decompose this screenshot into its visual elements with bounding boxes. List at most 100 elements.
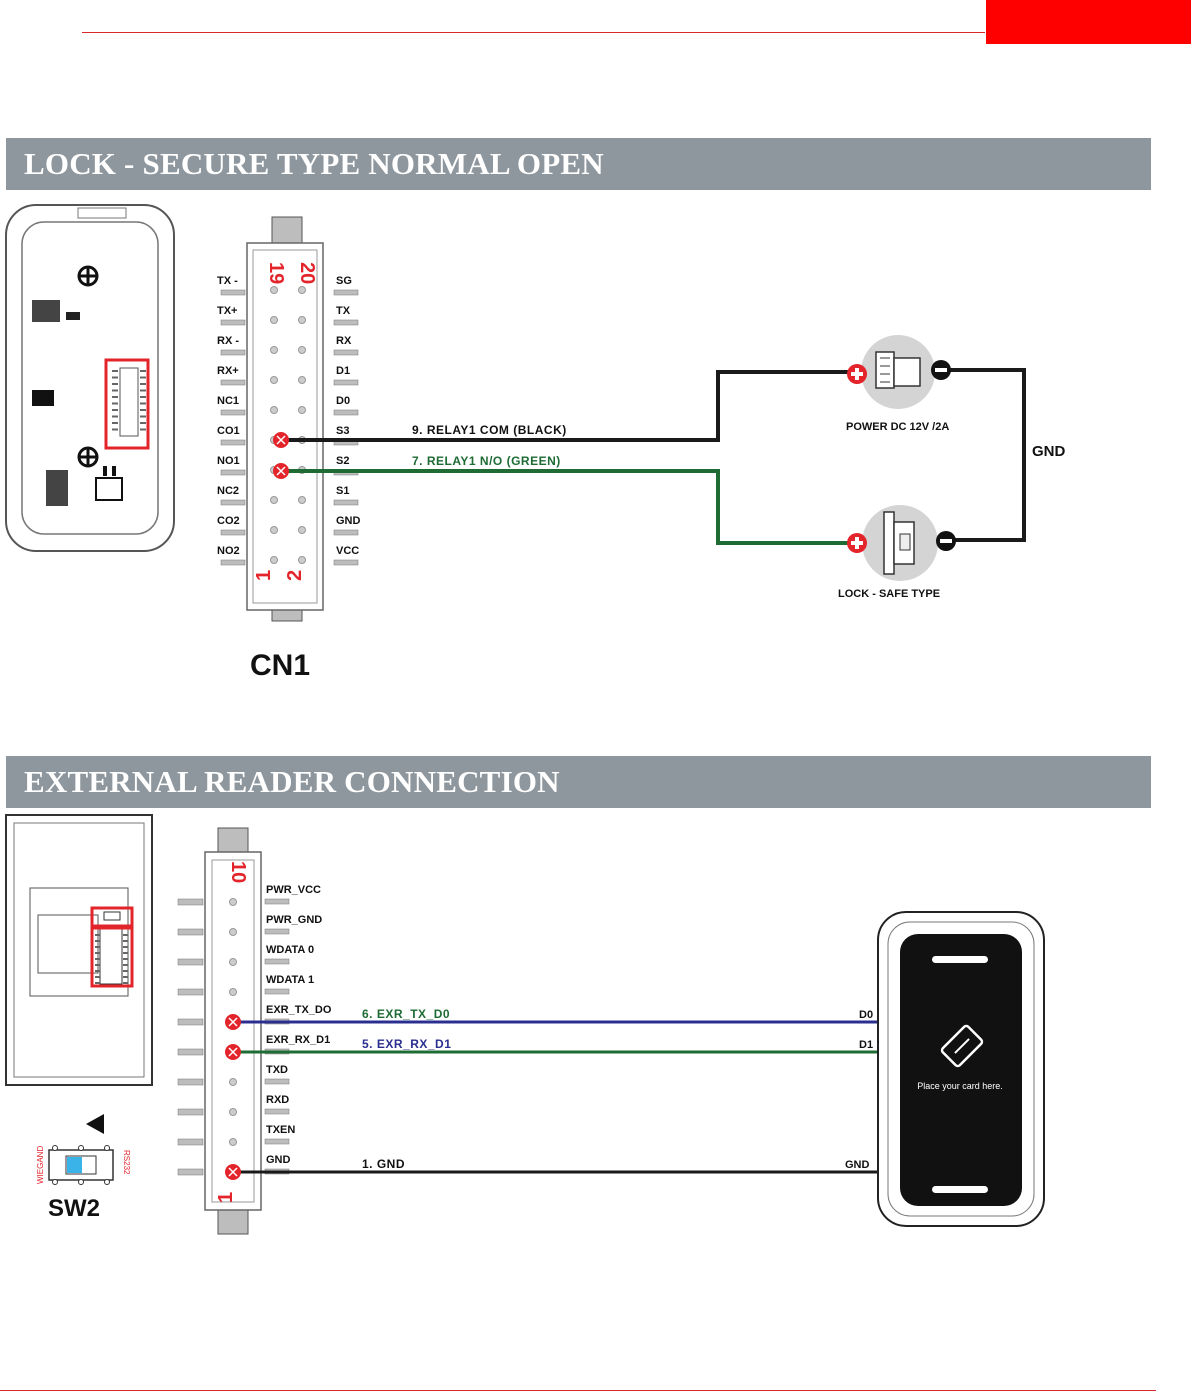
terminal-marker bbox=[225, 1014, 241, 1030]
pin-tab bbox=[177, 898, 204, 906]
pin-hole bbox=[270, 526, 278, 534]
pin-hole bbox=[298, 526, 306, 534]
mini-pin bbox=[95, 940, 100, 942]
mini-pin bbox=[123, 976, 128, 978]
pin-tab bbox=[177, 1078, 204, 1086]
connector-highlight bbox=[104, 358, 150, 450]
pin-hole bbox=[298, 316, 306, 324]
pin-tab bbox=[333, 349, 359, 356]
mini-pin bbox=[112, 389, 118, 392]
pin-tab bbox=[264, 958, 290, 965]
cn1-right-pin-label: D0 bbox=[336, 395, 350, 407]
controller-board bbox=[5, 814, 153, 1086]
mini-connector-pins bbox=[95, 911, 128, 984]
cn1-right-pin-label: S1 bbox=[336, 485, 349, 497]
cn1-right-pin-label: RX bbox=[336, 335, 352, 347]
mini-pin bbox=[112, 402, 118, 405]
pin-tab bbox=[220, 469, 246, 476]
pin-hole bbox=[270, 316, 278, 324]
pin-tab bbox=[177, 988, 204, 996]
mini-pin bbox=[140, 389, 146, 392]
reader-pin-label: PWR_VCC bbox=[266, 884, 321, 896]
mini-pin bbox=[112, 370, 118, 372]
pin-tab bbox=[333, 559, 359, 566]
mini-pin bbox=[140, 383, 146, 385]
pin-tab bbox=[333, 379, 359, 386]
pin-tab bbox=[333, 529, 359, 536]
cn1-pin-2: 2 bbox=[284, 570, 306, 581]
reader-gnd-label: GND bbox=[845, 1159, 870, 1171]
pin-tab bbox=[333, 409, 359, 416]
mini-pin bbox=[112, 383, 118, 385]
reader-pin-label: TXEN bbox=[266, 1124, 295, 1136]
mini-pin bbox=[123, 946, 128, 948]
card-reader bbox=[877, 911, 1045, 1227]
reader-pin-label: WDATA 1 bbox=[266, 974, 314, 986]
pin-tab bbox=[220, 319, 246, 326]
mini-pin bbox=[123, 952, 128, 954]
mini-pin bbox=[112, 396, 118, 398]
terminal-marker bbox=[225, 1164, 241, 1180]
wire-label-3: 1. GND bbox=[362, 1157, 405, 1171]
terminal-marker bbox=[225, 1044, 241, 1060]
mini-pin bbox=[123, 940, 128, 942]
cn1-left-pin-label: CO1 bbox=[217, 425, 240, 437]
mini-connector-pins bbox=[112, 370, 146, 431]
switch-right-label: RS232 bbox=[122, 1150, 131, 1175]
mini-pin bbox=[123, 958, 128, 960]
pin-hole bbox=[270, 286, 278, 294]
cn1-pin-20: 20 bbox=[296, 262, 318, 284]
cn1-right-pin-label: S2 bbox=[336, 455, 349, 467]
reader-pin-label: GND bbox=[266, 1154, 291, 1166]
mini-pin bbox=[123, 934, 128, 936]
pin-tab bbox=[177, 1018, 204, 1026]
pin-tab bbox=[220, 409, 246, 416]
pin-tab bbox=[264, 988, 290, 995]
pin-tab bbox=[177, 928, 204, 936]
controller-board bbox=[5, 204, 175, 552]
cn1-pin-1: 1 bbox=[253, 570, 275, 581]
pin-hole bbox=[270, 556, 278, 564]
dip-switch-sw2 bbox=[48, 1145, 114, 1185]
cn1-left-pin-label: NO1 bbox=[217, 455, 240, 467]
reader-d0-label: D0 bbox=[859, 1009, 873, 1021]
top-rule bbox=[82, 32, 985, 33]
wire-label-2: 5. EXR_RX_D1 bbox=[362, 1037, 451, 1051]
mini-pin bbox=[140, 370, 146, 372]
pin-tab bbox=[220, 289, 246, 296]
mini-pin bbox=[95, 958, 100, 960]
reader-d1-label: D1 bbox=[859, 1039, 873, 1051]
cn1-right-pin-label: TX bbox=[336, 305, 351, 317]
pin-hole bbox=[229, 988, 237, 996]
connector-highlight bbox=[90, 926, 134, 988]
pin-hole bbox=[298, 406, 306, 414]
pin-tab bbox=[264, 928, 290, 935]
pin-tab bbox=[264, 1108, 290, 1115]
wire-label-1: 6. EXR_TX_D0 bbox=[362, 1007, 450, 1021]
pin-tab bbox=[177, 1168, 204, 1176]
mini-pin bbox=[123, 982, 128, 984]
cn1-right-pin-label: GND bbox=[336, 515, 361, 527]
cn1-right-pin-label: S3 bbox=[336, 425, 349, 437]
mini-pin bbox=[140, 409, 146, 411]
pin-hole bbox=[229, 958, 237, 966]
switch-left-label: WIEGAND bbox=[36, 1146, 45, 1184]
cn1-left-pin-label: RX - bbox=[217, 335, 239, 347]
pin-tab bbox=[220, 379, 246, 386]
reader-pin-label: TXD bbox=[266, 1064, 288, 1076]
pin-tab bbox=[264, 898, 290, 905]
mini-pin bbox=[95, 976, 100, 978]
pin-hole bbox=[270, 376, 278, 384]
cn1-left-pin-label: NC2 bbox=[217, 485, 239, 497]
mini-pin bbox=[123, 964, 128, 966]
cn1-right-pin-label: D1 bbox=[336, 365, 350, 377]
mini-pin bbox=[95, 952, 100, 954]
section-title-lock: LOCK - SECURE TYPE NORMAL OPEN bbox=[6, 138, 1151, 190]
cn1-left-pin-label: CO2 bbox=[217, 515, 240, 527]
terminal-marker bbox=[273, 432, 289, 448]
reader-pin-label: WDATA 0 bbox=[266, 944, 314, 956]
connector-pin-10: 10 bbox=[227, 861, 249, 883]
wire-black-relay-com bbox=[281, 370, 848, 442]
